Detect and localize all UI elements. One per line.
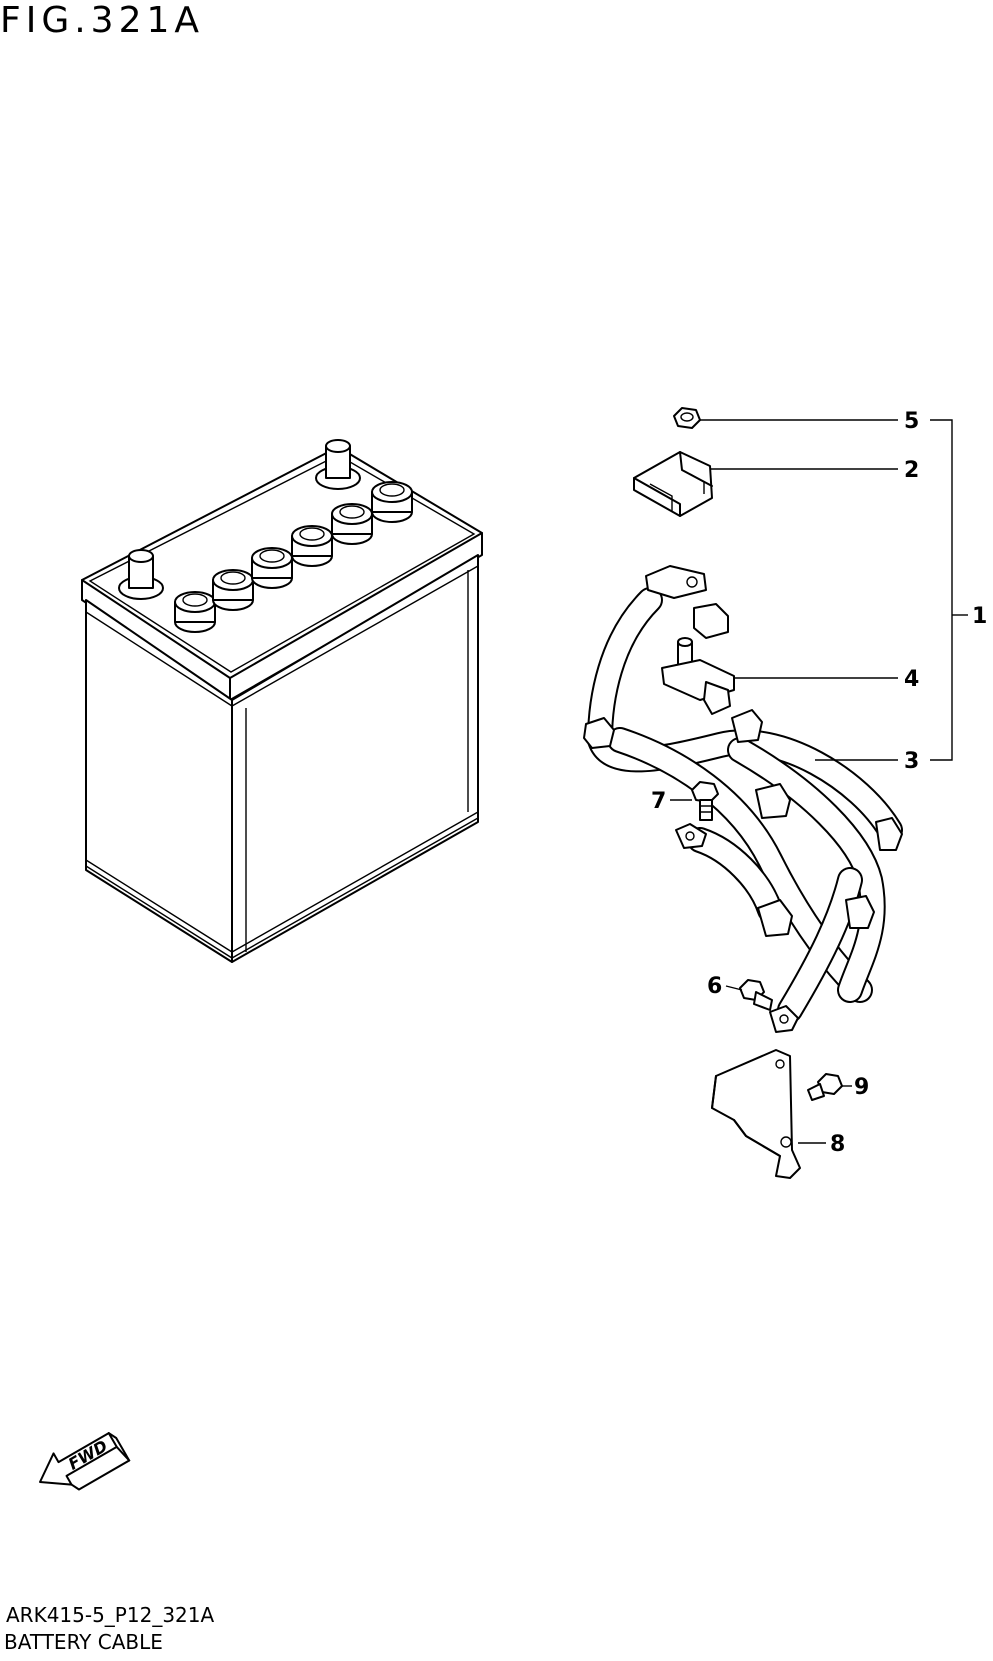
callout-5: 5 — [904, 409, 919, 434]
battery-terminal-right — [315, 439, 361, 490]
battery-terminal-left — [118, 549, 164, 600]
callout-3: 3 — [904, 749, 919, 774]
callout-7: 7 — [651, 789, 666, 814]
callout-1: 1 — [972, 604, 987, 629]
leader-lines — [670, 419, 968, 1144]
callout-2: 2 — [904, 458, 919, 483]
part-battery-cable-3 — [583, 565, 903, 1033]
callout-9: 9 — [854, 1075, 869, 1100]
part-terminal-cover-2 — [633, 451, 713, 517]
figure-title: FIG.321A — [0, 0, 205, 41]
part-terminal-4 — [661, 637, 735, 715]
battery-illustration — [81, 439, 483, 963]
fwd-arrow-icon: FWD — [39, 1432, 131, 1491]
battery-cell-caps — [174, 481, 413, 633]
figure-name: BATTERY CABLE — [4, 1630, 163, 1654]
callout-4: 4 — [904, 667, 919, 692]
fwd-label: FWD — [65, 1436, 111, 1473]
drawing-code: ARK415-5_P12_321A — [6, 1603, 215, 1627]
part-nut-5 — [673, 407, 701, 429]
part-bracket-8 — [711, 1049, 801, 1179]
part-bolt-9 — [807, 1073, 843, 1101]
callout-6: 6 — [707, 974, 722, 999]
part-bolt-6 — [739, 979, 773, 1011]
part-bolt-7 — [691, 781, 719, 821]
callout-8: 8 — [830, 1132, 845, 1157]
